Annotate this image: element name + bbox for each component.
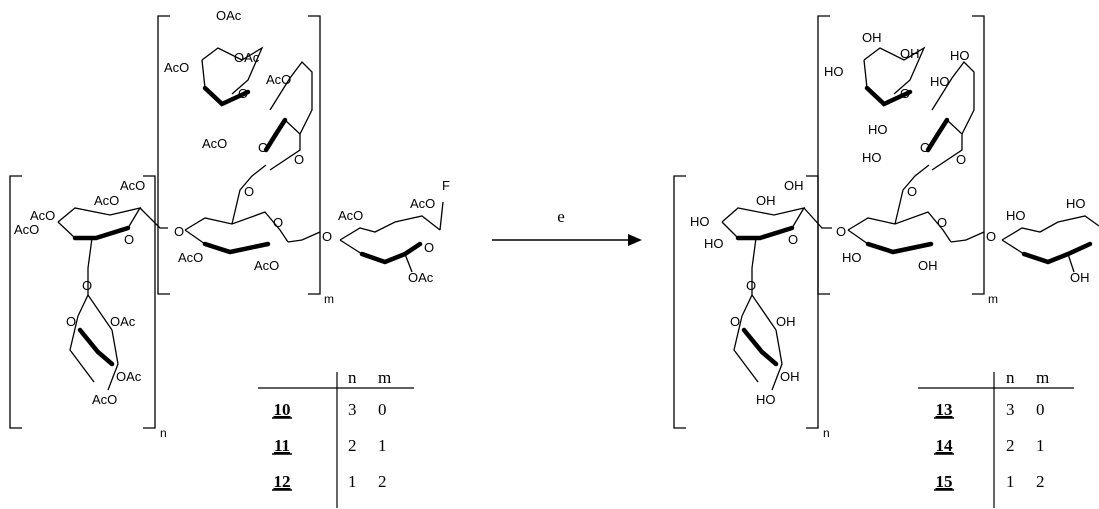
atom-label: AcO [94, 193, 119, 208]
atom-label: O [907, 184, 917, 199]
table-left-cell: 3 [348, 400, 357, 419]
product-index-n: n [823, 426, 830, 440]
atom-label: AcO [30, 208, 55, 223]
atom-label: OH [780, 369, 800, 384]
atom-label: O [244, 184, 254, 199]
table-right-compound: 14 [936, 436, 954, 455]
atom-label: O [238, 86, 248, 101]
table-right-cell: 1 [1036, 436, 1045, 455]
atom-label: HO [704, 236, 724, 251]
product-index-m: m [988, 292, 998, 306]
atom-label: F [442, 178, 450, 193]
atom-label: AcO [202, 136, 227, 151]
table-right: n m 13 3 0 14 2 1 15 1 2 [918, 368, 1074, 508]
atom-label: AcO [164, 60, 189, 75]
bracket-n-left [9, 175, 22, 429]
table-left-compound: 12 [274, 472, 291, 491]
atom-label: AcO [410, 196, 435, 211]
atom-label: AcO [120, 178, 145, 193]
atom-label: O [273, 215, 283, 230]
product-bracket-n-left [673, 175, 686, 429]
atom-label: O [746, 278, 756, 293]
atom-label: OAc [408, 270, 434, 285]
atom-label: HO [1006, 208, 1026, 223]
reaction-arrow: e [492, 207, 642, 246]
atom-label: AcO [266, 72, 291, 87]
product-bracket-n-right [806, 175, 819, 429]
table-left-cell: 1 [378, 436, 387, 455]
atom-label: HO [842, 250, 862, 265]
product-bracket-m-right [972, 15, 985, 295]
atom-label: OAc [116, 369, 142, 384]
atom-label: HO [1066, 196, 1086, 211]
atom-label: AcO [14, 222, 39, 237]
atom-label: HO [756, 392, 776, 407]
product-bracket-m-left [817, 15, 830, 295]
atom-label: AcO [178, 250, 203, 265]
atom-label: OAc [216, 8, 242, 23]
atom-label: HO [950, 48, 970, 63]
atom-label: O [424, 240, 434, 255]
atom-label: HO [930, 74, 950, 89]
atom-label: OH [756, 193, 776, 208]
atom-label: O [174, 224, 184, 239]
table-left-compound: 11 [274, 436, 290, 455]
atom-label: OH [776, 314, 796, 329]
reagent-label: e [557, 207, 565, 226]
atom-label: O [124, 232, 134, 247]
atom-label: O [937, 215, 947, 230]
atom-label: HO [824, 64, 844, 79]
atom-label: OH [900, 46, 920, 61]
table-right-compound: 15 [936, 472, 953, 491]
reactant-structure: n m AcO AcO AcO AcO O O OAc O OAc AcO O … [9, 8, 450, 440]
table-left-cell: 1 [348, 472, 357, 491]
atom-label: O [986, 229, 996, 244]
atom-label: AcO [338, 208, 363, 223]
atom-label: HO [862, 150, 882, 165]
atom-label: O [258, 140, 268, 155]
table-left-cell: 2 [348, 436, 357, 455]
atom-label: O [294, 152, 304, 167]
atom-label: OH [862, 30, 882, 45]
table-left-header-m: m [378, 368, 391, 387]
atom-label: HO [868, 122, 888, 137]
atom-label: AcO [92, 392, 117, 407]
table-right-header-m: m [1036, 368, 1049, 387]
table-left-header-n: n [348, 368, 357, 387]
atom-label: O [956, 152, 966, 167]
atom-label: OH [918, 258, 938, 273]
bracket-m-left [157, 15, 170, 295]
atom-label: OAc [110, 314, 136, 329]
index-n: n [160, 426, 167, 440]
table-right-compound: 13 [936, 400, 953, 419]
table-left-cell: 2 [378, 472, 387, 491]
atom-label: O [66, 314, 76, 329]
table-right-cell: 0 [1036, 400, 1045, 419]
bracket-m-right [308, 15, 321, 295]
table-left: n m 10 3 0 11 2 1 12 1 2 [258, 368, 414, 508]
atom-label: O [920, 140, 930, 155]
table-right-cell: 2 [1036, 472, 1045, 491]
table-right-header-n: n [1006, 368, 1015, 387]
atom-label: OH [784, 178, 804, 193]
table-right-cell: 3 [1006, 400, 1015, 419]
atom-label: O [788, 232, 798, 247]
atom-label: O [82, 278, 92, 293]
atom-label: O [900, 86, 910, 101]
bracket-n-right [143, 175, 156, 429]
atom-label: O [836, 224, 846, 239]
atom-label: HO [690, 214, 710, 229]
atom-label: OAc [234, 50, 260, 65]
table-right-cell: 1 [1006, 472, 1015, 491]
atom-label: OH [1070, 270, 1090, 285]
table-right-cell: 2 [1006, 436, 1015, 455]
product-structure: n m HO HO OH OH O O OH O OH HO O HO OH O… [673, 15, 1099, 440]
atom-label: O [730, 314, 740, 329]
atom-label: AcO [254, 258, 279, 273]
table-left-cell: 0 [378, 400, 387, 419]
table-left-compound: 10 [274, 400, 291, 419]
atom-label: O [322, 229, 332, 244]
index-m: m [324, 292, 334, 306]
